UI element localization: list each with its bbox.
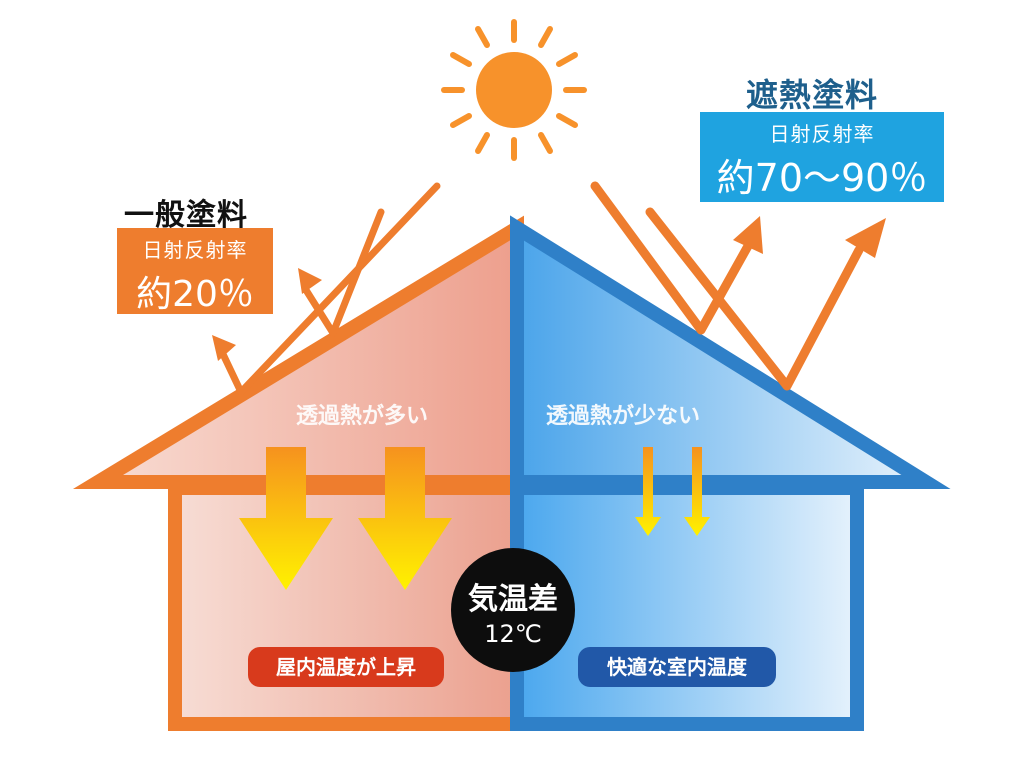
right-reflectance-box: 日射反射率 約70〜90％ bbox=[700, 112, 944, 202]
left-reflectance-box: 日射反射率 約20％ bbox=[117, 228, 273, 315]
left-reflectance-label: 日射反射率 bbox=[142, 238, 248, 262]
right-roof bbox=[510, 215, 951, 489]
left-reflection-rays bbox=[218, 182, 441, 396]
temperature-difference-value: 12℃ bbox=[484, 620, 542, 648]
left-result-pill: 屋内温度が上昇 bbox=[248, 647, 444, 687]
right-title: 遮熱塗料 bbox=[746, 76, 879, 114]
sun-icon bbox=[441, 19, 587, 161]
right-reflectance-value: 約70〜90％ bbox=[716, 156, 928, 200]
right-heat-arrows bbox=[635, 447, 710, 536]
right-reflectance-label: 日射反射率 bbox=[769, 122, 875, 146]
left-heat-arrows bbox=[239, 447, 452, 590]
left-title: 一般塗料 bbox=[124, 198, 248, 233]
left-reflectance-value: 約20％ bbox=[136, 274, 254, 315]
temperature-difference-title: 気温差 bbox=[468, 582, 558, 617]
right-reflection-rays bbox=[590, 181, 864, 391]
right-house bbox=[510, 215, 951, 731]
right-result-pill: 快適な室内温度 bbox=[578, 647, 776, 687]
left-heat-text: 透過熱が多い bbox=[296, 404, 429, 429]
right-reflection-arrowheads bbox=[733, 216, 886, 258]
right-heat-text: 透過熱が少ない bbox=[546, 404, 701, 429]
temperature-difference-badge: 気温差 12℃ bbox=[451, 548, 575, 672]
left-reflection-arrowheads bbox=[212, 268, 322, 361]
